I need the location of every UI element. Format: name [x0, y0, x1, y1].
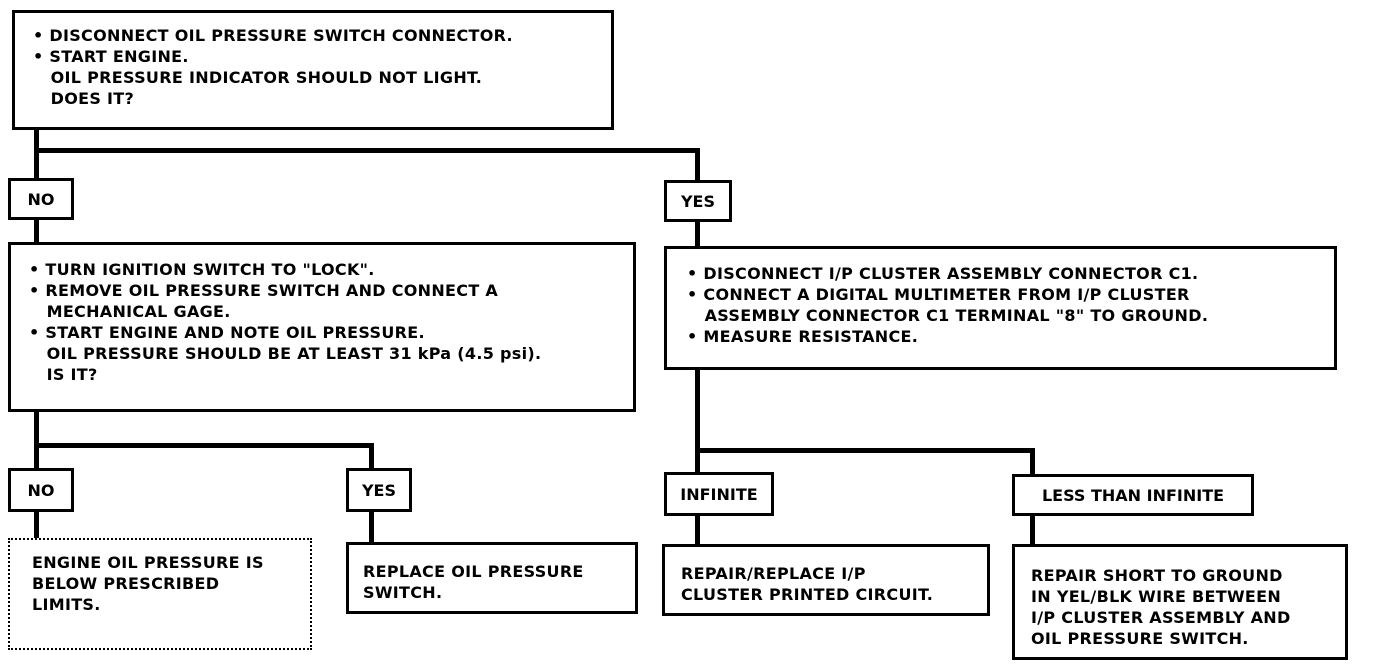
result-low-pressure-line-1: ENGINE OIL PRESSURE IS	[32, 553, 264, 572]
yes-branch-line-1: • DISCONNECT I/P CLUSTER ASSEMBLY CONNEC…	[687, 264, 1199, 283]
less-than-infinite-label: LESS THAN INFINITE	[1012, 474, 1254, 516]
pressure-yes-label: YES	[346, 468, 412, 512]
connector-no-branch-down	[34, 410, 39, 468]
no-branch-step-box: • TURN IGNITION SWITCH TO "LOCK". • REMO…	[8, 242, 636, 412]
connector-yes2-down	[369, 512, 374, 544]
no-branch-line-6: IS IT?	[29, 365, 98, 384]
infinite-label: INFINITE	[664, 472, 774, 516]
result-replace-switch-box: REPLACE OIL PRESSURE SWITCH.	[346, 542, 638, 614]
result-repair-circuit-line-1: REPAIR/REPLACE I/P	[681, 564, 866, 583]
connector-no1-down	[34, 218, 39, 244]
connector-less-than-down	[1030, 514, 1035, 546]
result-replace-switch-line-1: REPLACE OIL PRESSURE	[363, 562, 584, 581]
no-branch-line-3: MECHANICAL GAGE.	[29, 302, 231, 321]
connector-to-yes-1	[695, 148, 700, 180]
no-branch-line-2: • REMOVE OIL PRESSURE SWITCH AND CONNECT…	[29, 281, 499, 300]
decision-no-label: NO	[8, 178, 74, 220]
result-low-pressure-line-3: LIMITS.	[32, 595, 101, 614]
no-branch-line-1: • TURN IGNITION SWITCH TO "LOCK".	[29, 260, 375, 279]
start-step-line-3: OIL PRESSURE INDICATOR SHOULD NOT LIGHT.	[33, 68, 483, 87]
no-branch-line-4: • START ENGINE AND NOTE OIL PRESSURE.	[29, 323, 425, 342]
no-branch-line-5: OIL PRESSURE SHOULD BE AT LEAST 31 kPa (…	[29, 344, 542, 363]
result-low-pressure-box: ENGINE OIL PRESSURE IS BELOW PRESCRIBED …	[8, 538, 312, 650]
connector-no2-down	[34, 510, 39, 540]
connector-yes1-down	[695, 220, 700, 248]
start-step-line-4: DOES IT?	[33, 89, 135, 108]
result-low-pressure-line-2: BELOW PRESCRIBED	[32, 574, 220, 593]
result-repair-short-line-4: OIL PRESSURE SWITCH.	[1031, 629, 1249, 648]
result-repair-short-line-3: I/P CLUSTER ASSEMBLY AND	[1031, 608, 1291, 627]
connector-to-yes-2	[369, 443, 374, 469]
result-repair-short-box: REPAIR SHORT TO GROUND IN YEL/BLK WIRE B…	[1012, 544, 1348, 660]
result-repair-short-line-2: IN YEL/BLK WIRE BETWEEN	[1031, 587, 1282, 606]
result-repair-circuit-line-2: CLUSTER PRINTED CIRCUIT.	[681, 585, 934, 604]
connector-start-horizontal	[34, 148, 700, 153]
connector-yes-branch-horizontal	[695, 448, 1035, 453]
connector-start-down	[34, 128, 39, 180]
result-repair-short-line-1: REPAIR SHORT TO GROUND	[1031, 566, 1283, 585]
yes-branch-line-2: • CONNECT A DIGITAL MULTIMETER FROM I/P …	[687, 285, 1190, 304]
yes-branch-line-3: ASSEMBLY CONNECTOR C1 TERMINAL "8" TO GR…	[687, 306, 1209, 325]
start-step-line-1: • DISCONNECT OIL PRESSURE SWITCH CONNECT…	[33, 26, 513, 45]
start-step-box: • DISCONNECT OIL PRESSURE SWITCH CONNECT…	[12, 10, 614, 130]
result-repair-circuit-box: REPAIR/REPLACE I/P CLUSTER PRINTED CIRCU…	[662, 544, 990, 616]
yes-branch-line-4: • MEASURE RESISTANCE.	[687, 327, 919, 346]
result-replace-switch-line-2: SWITCH.	[363, 583, 443, 602]
yes-branch-step-box: • DISCONNECT I/P CLUSTER ASSEMBLY CONNEC…	[664, 246, 1337, 370]
connector-to-less-than	[1030, 448, 1035, 476]
connector-yes-branch-down	[695, 368, 700, 473]
decision-yes-label: YES	[664, 180, 732, 222]
connector-no-branch-horizontal	[34, 443, 374, 448]
connector-infinite-down	[695, 514, 700, 546]
start-step-line-2: • START ENGINE.	[33, 47, 189, 66]
pressure-no-label: NO	[8, 468, 74, 512]
